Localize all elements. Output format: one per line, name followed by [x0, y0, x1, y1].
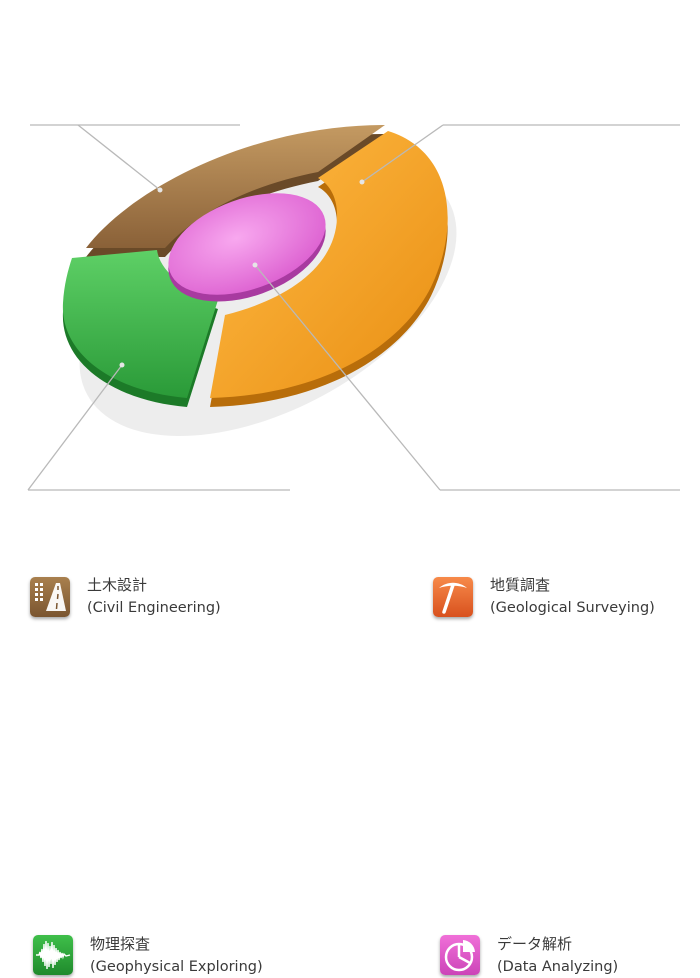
geo-leader-line — [361, 124, 444, 183]
pickaxe-icon — [433, 577, 473, 617]
pie-chart-icon — [440, 935, 480, 975]
road-icon — [30, 577, 70, 617]
civil-segment — [86, 125, 385, 248]
data-center — [168, 193, 326, 295]
phys-leader-dot — [119, 362, 125, 368]
civil-label-en: (Civil Engineering) — [87, 600, 221, 616]
data-label-ja: データ解析 — [497, 935, 573, 953]
data-leader-dot — [252, 262, 258, 268]
data-label-en: (Data Analyzing) — [497, 959, 619, 975]
civil-leader-line — [77, 124, 161, 191]
data-leader-line — [254, 264, 441, 491]
geo-leader-dot — [359, 179, 365, 185]
geo-label-en: (Geological Surveying) — [490, 600, 655, 616]
ring-diagram: 土木設計 (Civil Engineering) 地質調査 (Geologica… — [27, 124, 680, 975]
phys-label-ja: 物理探査 — [90, 935, 151, 953]
ring-graphic — [27, 124, 680, 491]
waveform-icon — [33, 935, 73, 975]
phys-label-en: (Geophysical Exploring) — [90, 959, 263, 975]
civil-label-ja: 土木設計 — [87, 576, 148, 594]
civil-leader-dot — [157, 187, 163, 193]
geo-label-ja: 地質調査 — [490, 576, 551, 594]
phys-leader-line — [27, 364, 123, 491]
geo-segment — [210, 131, 448, 398]
